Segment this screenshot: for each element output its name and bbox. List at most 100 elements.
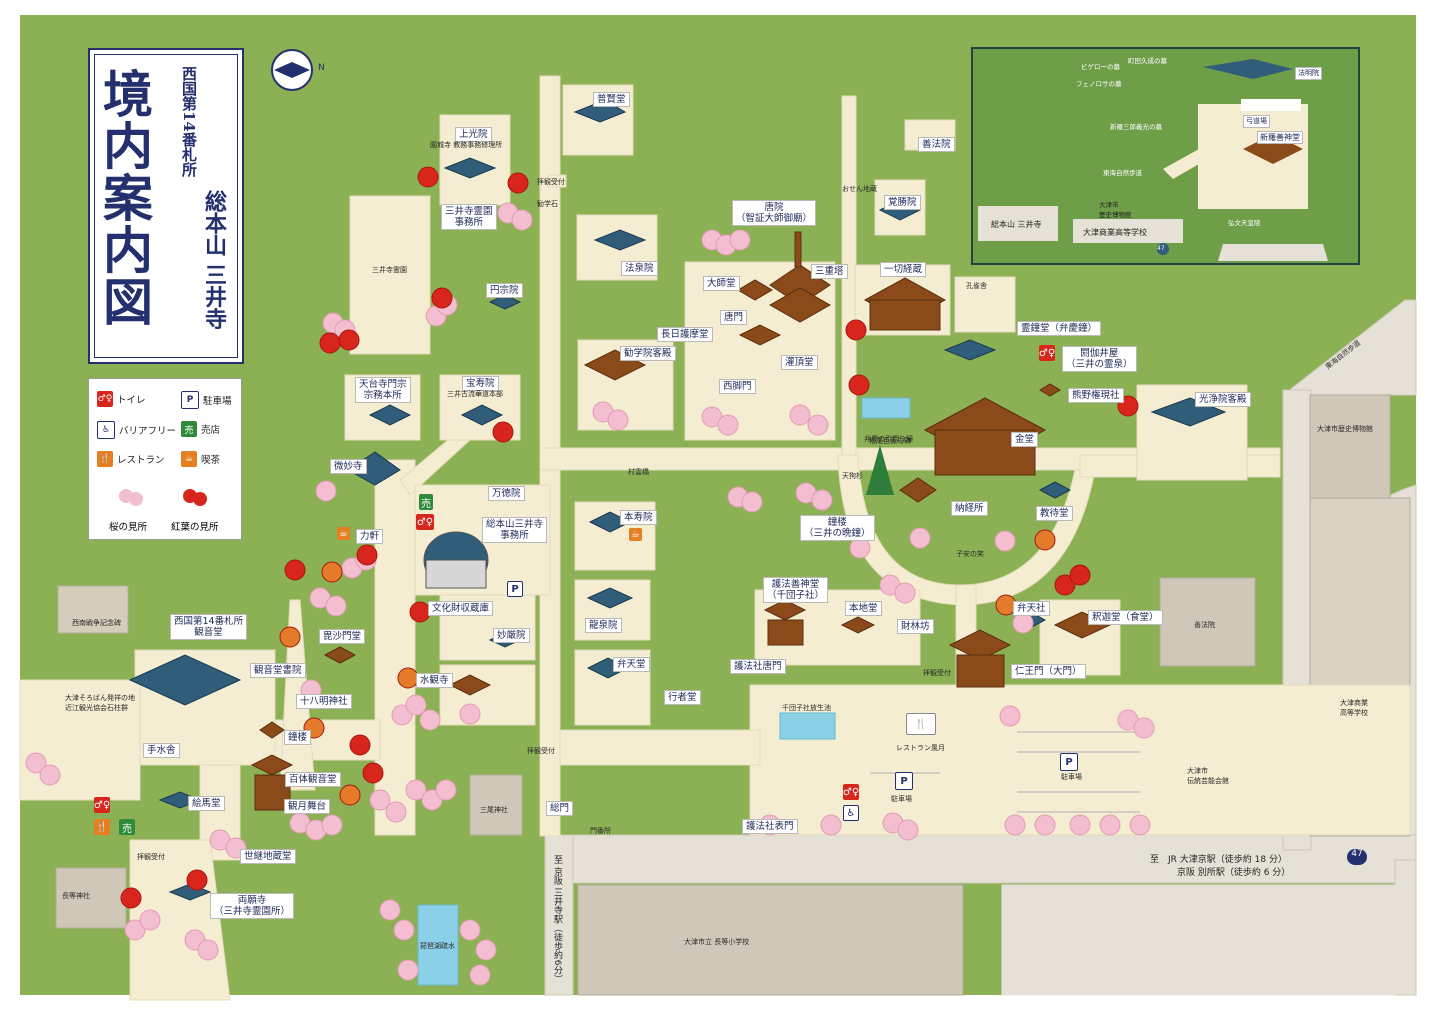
parking-icon: P — [1060, 753, 1078, 771]
inset-kyudojo: 弓道場 — [1243, 115, 1270, 128]
inset-shinra-grave: 新羅三郎義光の墓 — [1110, 123, 1162, 131]
inset-fenollosa: フェノロサの墓 — [1076, 80, 1122, 88]
building-label-kannon_shoin: 観音堂書院 — [250, 663, 306, 678]
inset-route-47: 47 — [1157, 245, 1165, 252]
building-label-hojuin: 宝寿院 — [462, 376, 499, 391]
place-label-zempo: 善法院 — [1194, 621, 1215, 629]
legend-shop: 売 売店 — [181, 421, 220, 437]
place-label-kozaki: 子安の笑 — [956, 550, 984, 558]
map-title: 境内案内図 — [95, 68, 154, 328]
direction-jr: 至 JR 大津京駅（徒歩約 18 分） — [1150, 855, 1287, 865]
inset-bigelow: ビゲローの墓 — [1081, 63, 1120, 71]
building-label-rikiken: 力軒 — [356, 529, 384, 544]
legend-cafe: ☕ 喫茶 — [181, 451, 220, 467]
place-label-nagara_school: 大津市立 長等小学校 — [684, 938, 750, 946]
building-label-niomon: 仁王門（大門） — [1011, 664, 1086, 679]
building-label-nagahi: 長日護摩堂 — [657, 327, 713, 342]
building-label-hyakutai: 百体観音堂 — [285, 772, 341, 787]
building-label-zaimokubo: 財林坊 — [897, 619, 934, 634]
legend-cafe-label: 喫茶 — [201, 455, 221, 466]
building-label-gohozenshindo: 護法善神堂 （千団子社） — [763, 577, 829, 603]
compass-icon — [271, 49, 313, 91]
building-label-bimyoji: 微妙寺 — [330, 459, 367, 474]
toilet-icon: ♂♀ — [843, 784, 859, 800]
legend-momiji-label: 紅葉の見所 — [171, 522, 219, 533]
building-label-kojoin: 光浄院客殿 — [1195, 392, 1251, 407]
place-label-muramatsu: 村雲橋 — [628, 468, 649, 476]
restaurant-icon: 🍴 — [97, 451, 113, 467]
place-label-nagara: 長等神社 — [62, 892, 90, 900]
building-label-gohosha_omote: 護法社表門 — [742, 819, 798, 834]
direction-keihan: 京阪 別所駅（徒歩約 6 分） — [1177, 868, 1291, 878]
place-label-hairyo: 拝観受付 — [537, 178, 565, 186]
building-label-jokoin: 上光院 — [455, 127, 492, 142]
place-label-chushajo: 駐車場 — [891, 795, 912, 803]
building-label-shoro: 鐘楼 （三井の晩鐘） — [800, 515, 875, 541]
building-label-tendai: 天台寺門宗 宗務本所 — [355, 377, 411, 403]
place-label-osen: おせん地蔵 — [842, 185, 877, 193]
cafe-icon: ☕ — [181, 451, 197, 467]
building-label-kyodaido: 教待堂 — [1036, 506, 1073, 521]
cafe-icon: ☕ — [629, 528, 642, 541]
wheelchair-icon: ♿ — [97, 421, 115, 439]
building-label-jimusho: 総本山三井寺 事務所 — [482, 517, 548, 543]
map-legend: ♂♀ トイレ P 駐車場 ♿ バリアフリー 売 売店 🍴 レストラン ☕ 喫茶 … — [88, 378, 242, 540]
building-label-mantokuin: 万徳院 — [488, 486, 525, 501]
legend-barrierfree: ♿ バリアフリー — [97, 421, 176, 439]
building-label-daishido: 大師堂 — [703, 276, 740, 291]
legend-parking: P 駐車場 — [181, 391, 232, 409]
place-label-seinan: 西南戦争記念碑 — [72, 619, 121, 627]
momiji-legend-icon — [181, 487, 209, 509]
toilet-icon: ♂♀ — [94, 797, 110, 813]
restaurant-icon: 🍴 — [94, 819, 110, 835]
place-label-kojakudo: 孔雀舎 — [966, 282, 987, 290]
building-label-bunkazai: 文化財収蔵庫 — [428, 601, 494, 616]
toilet-icon: ♂♀ — [416, 514, 434, 530]
building-label-ryozenji: 両願寺 （三井寺霊園所） — [210, 893, 295, 919]
place-label-hikodaitaki: 琵琶湖疏水 — [420, 942, 455, 950]
building-label-hojuin_sub: 三井古流華道本部 — [447, 390, 503, 398]
building-label-zempoin: 善法院 — [918, 137, 955, 152]
legend-shop-label: 売店 — [201, 425, 221, 436]
inset-miidera: 総本山 三井寺 — [991, 220, 1042, 229]
parking-icon: P — [507, 581, 523, 597]
inset-kobun-tenno: 弘文天皇陵 — [1228, 219, 1261, 227]
building-label-bentensha: 弁天社 — [1013, 601, 1050, 616]
building-label-somon: 総門 — [546, 801, 574, 816]
sakura-legend-icon — [117, 487, 145, 509]
place-label-matsuo: 松尾芭蕉句碑 — [869, 437, 911, 445]
tenkusugi-tree — [866, 445, 894, 495]
building-label-akaiya: 閼伽井屋 （三井の霊泉） — [1062, 346, 1137, 372]
inset-machida: 町田久成の墓 — [1128, 57, 1167, 65]
place-label-haikan: 拝観受付 — [527, 747, 555, 755]
ponds — [417, 397, 911, 986]
building-label-reien: 三井寺霊園 事務所 — [441, 204, 497, 230]
building-label-bishamondo: 毘沙門堂 — [319, 629, 366, 644]
subtitle-sanjuji-number: 西国第14番札所 — [180, 66, 198, 177]
place-label-sanjuji_ground: 三井寺霊園 — [372, 266, 407, 274]
wheelchair-icon: ♿ — [843, 805, 859, 821]
restaurant-icon: 🍴 — [906, 713, 936, 735]
inset-tokai-trail: 東海自然歩道 — [1103, 169, 1142, 177]
place-label-nagarahaku: 大津そろばん発祥の地 近江観光協会石柱群 — [65, 694, 135, 712]
shop-icon: 売 — [419, 494, 433, 510]
legend-toilet: ♂♀ トイレ — [97, 391, 146, 407]
subtitle-sohonzan: 総本山 三井寺 — [201, 190, 227, 330]
external-blocks — [55, 394, 1411, 996]
building-label-saikyakumon: 西脚門 — [719, 379, 756, 394]
legend-toilet-label: トイレ — [117, 395, 146, 406]
building-label-kanjodo: 灌頂堂 — [781, 355, 818, 370]
cafe-icon: ☕ — [337, 527, 350, 540]
building-label-toin: 唐院 （智証大師御廟） — [732, 200, 817, 226]
building-label-issaikyozo: 一切経蔵 — [880, 262, 927, 277]
building-label-sanjunoto: 三重塔 — [811, 264, 848, 279]
legend-restaurant-label: レストラン — [117, 455, 165, 466]
parking-icon: P — [181, 391, 199, 409]
route-47-sign: 47 — [1347, 849, 1367, 865]
building-label-reishodo: 霊鐘堂（弁慶鐘） — [1017, 321, 1102, 336]
compass-north-label: N — [318, 63, 325, 73]
inset-map: ビゲローの墓 町田久成の墓 フェノロサの墓 法明院 新羅三郎義光の墓 弓道場 新… — [971, 47, 1360, 265]
legend-restaurant: 🍴 レストラン — [97, 451, 165, 467]
shop-icon: 売 — [119, 819, 135, 835]
building-label-jizodo: 本地堂 — [845, 601, 882, 616]
